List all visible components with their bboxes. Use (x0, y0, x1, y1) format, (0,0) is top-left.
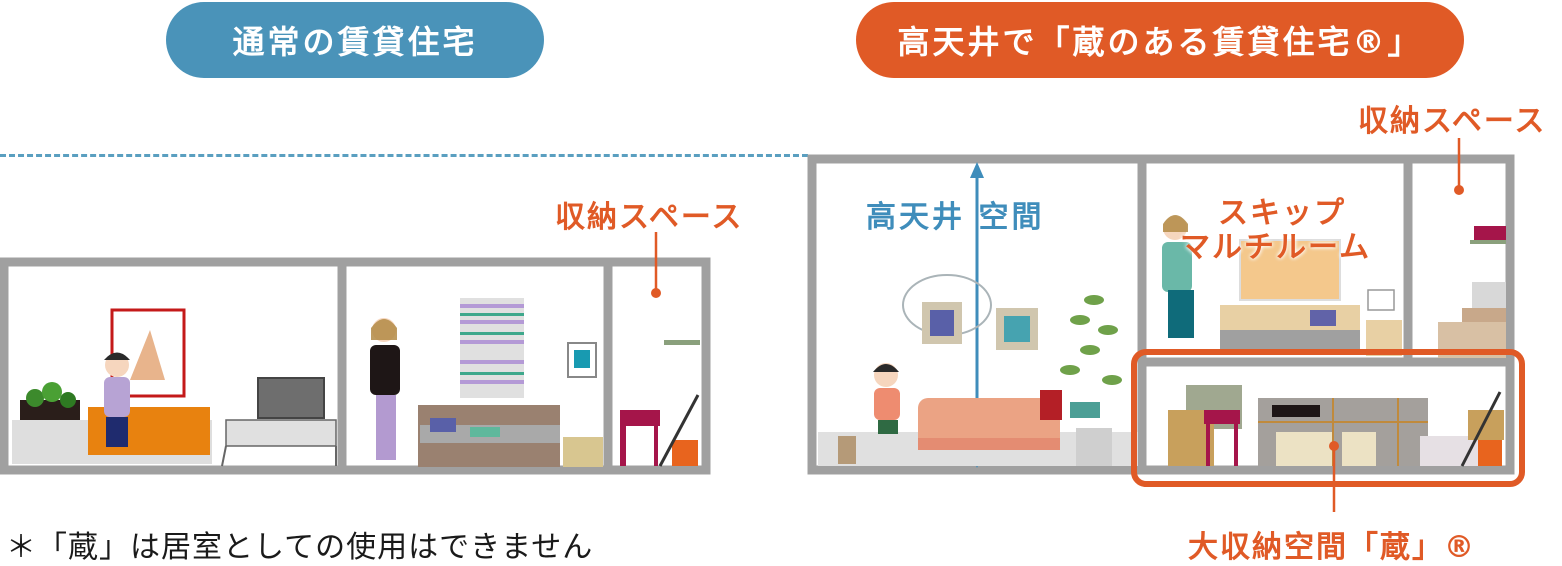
kura-highlight-frame (1131, 349, 1525, 487)
high-ceiling-space-label: 高天井 空間 (866, 200, 1045, 235)
bedroom-furniture (370, 298, 603, 467)
kura-rental-title-text: 高天井で「蔵のある賃貸住宅®」 (897, 23, 1423, 61)
skip-room-label-line2: マルチルーム (1180, 230, 1372, 265)
living-room-furniture (12, 308, 337, 467)
ceiling-height-guide-line (0, 154, 808, 157)
normal-storage-callout-dot (651, 288, 661, 298)
kura-upper-storage-label: 収納スペース (1358, 104, 1547, 139)
kura-house-outline (807, 154, 1515, 475)
kura-callout-dot (1329, 441, 1339, 451)
footnote: ＊「蔵」は居室としての使用はできません (6, 530, 594, 565)
upper-storage-contents (1438, 226, 1506, 358)
kura-large-storage-label: 大収納空間「蔵」® (1188, 530, 1476, 565)
high-ceiling-living-furniture (818, 274, 1138, 466)
normal-house-section (0, 257, 711, 475)
normal-rental-title: 通常の賃貸住宅 (166, 2, 544, 78)
normal-house-outline (0, 257, 711, 475)
kura-storage-contents (1168, 385, 1504, 467)
kura-rental-title: 高天井で「蔵のある賃貸住宅®」 (856, 2, 1464, 78)
kura-storage-callout-dot (1454, 185, 1464, 195)
normal-storage-label: 収納スペース (555, 200, 744, 235)
skip-room-label-line1: スキップ (1218, 196, 1346, 231)
normal-storage-contents (620, 340, 700, 467)
arrow-up-icon (970, 162, 984, 178)
kura-house-section (807, 154, 1525, 512)
tv-icon (257, 377, 325, 419)
normal-rental-title-text: 通常の賃貸住宅 (232, 23, 478, 61)
